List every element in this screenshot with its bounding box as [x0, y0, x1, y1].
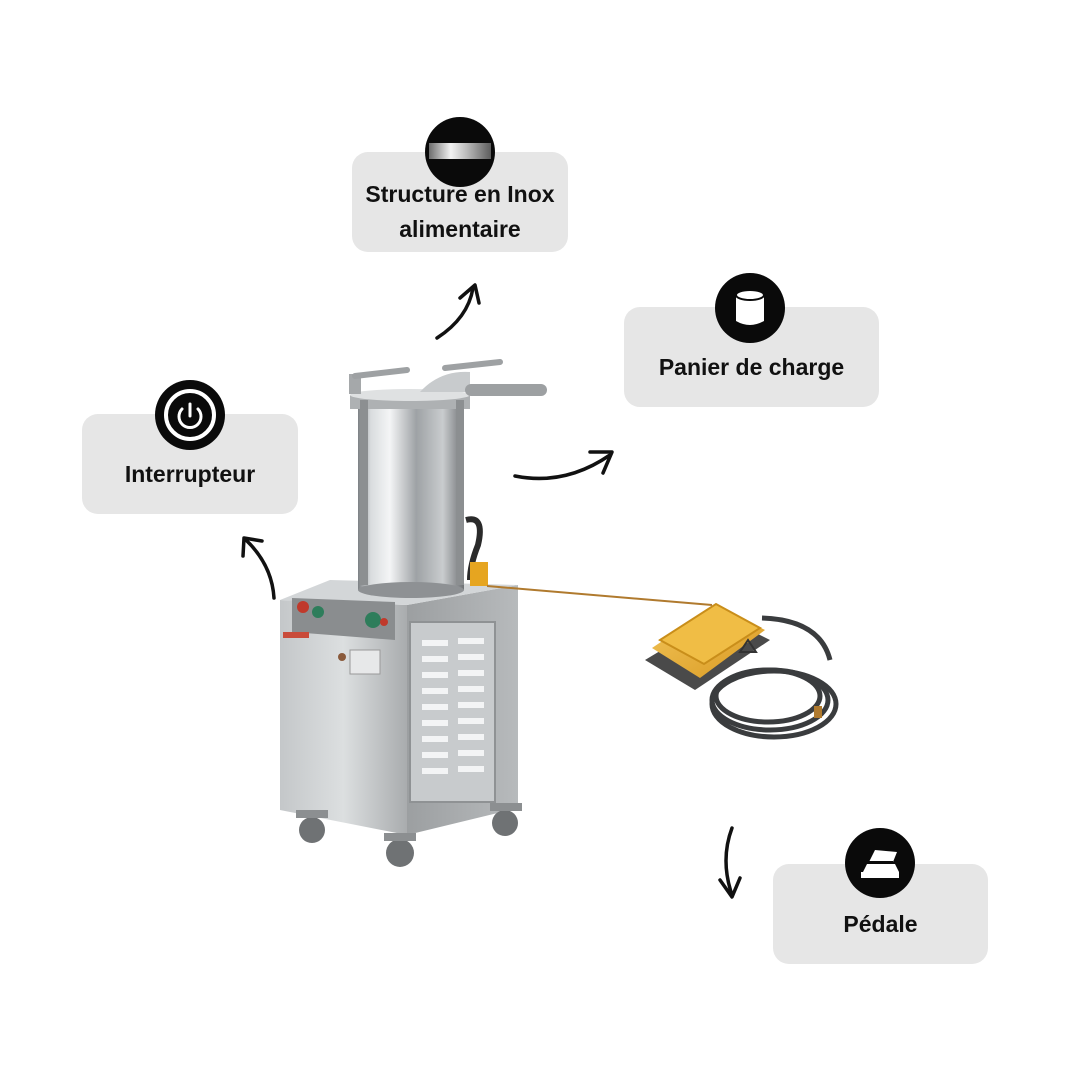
steel-cylinder-icon — [425, 117, 495, 187]
pedal-cord — [486, 585, 713, 606]
cylinder-body — [358, 405, 464, 590]
pedal-connector — [470, 562, 488, 586]
arrow-to-pedale — [724, 826, 734, 897]
arrow-to-pedale-head — [718, 876, 742, 899]
spec-plate — [349, 649, 381, 675]
casters — [296, 803, 522, 867]
dial-left — [312, 606, 324, 618]
canister-icon — [715, 273, 785, 343]
pedal-cable — [709, 615, 839, 740]
cable-plug — [814, 706, 822, 718]
vent-slots — [422, 638, 484, 774]
pedal-cover — [658, 602, 762, 666]
lid-handle-left — [349, 374, 361, 394]
callout-pedale-label: Pédale — [843, 910, 918, 937]
arrow-to-structure — [435, 286, 475, 340]
arrow-to-panier-head — [588, 450, 614, 475]
arrow-to-interrupteur-head — [241, 536, 264, 558]
pedal-warning-sign — [738, 638, 758, 653]
foot-pedal-icon — [845, 828, 915, 898]
frame-rod-left — [360, 400, 368, 585]
arrow-to-interrupteur — [244, 538, 276, 600]
lid-lever-left — [352, 367, 410, 379]
power-icon — [155, 380, 225, 450]
lid-dome — [420, 371, 470, 392]
cylinder-base — [358, 582, 464, 598]
callout-structure-line2: alimentaire — [399, 216, 521, 242]
dial-right — [365, 612, 381, 628]
frame-rod-right — [456, 400, 464, 585]
brand-plate — [283, 632, 309, 638]
lid-lever-right — [442, 359, 503, 371]
nozzle — [465, 384, 547, 396]
callout-interrupteur-label: Interrupteur — [124, 460, 256, 487]
power-knob — [297, 601, 309, 613]
arrow-to-panier — [513, 453, 612, 481]
stop-button — [380, 618, 388, 626]
callout-panier-label: Panier de charge — [658, 353, 845, 380]
nameplate-dot — [338, 653, 346, 661]
arrow-to-structure-head — [458, 283, 481, 305]
